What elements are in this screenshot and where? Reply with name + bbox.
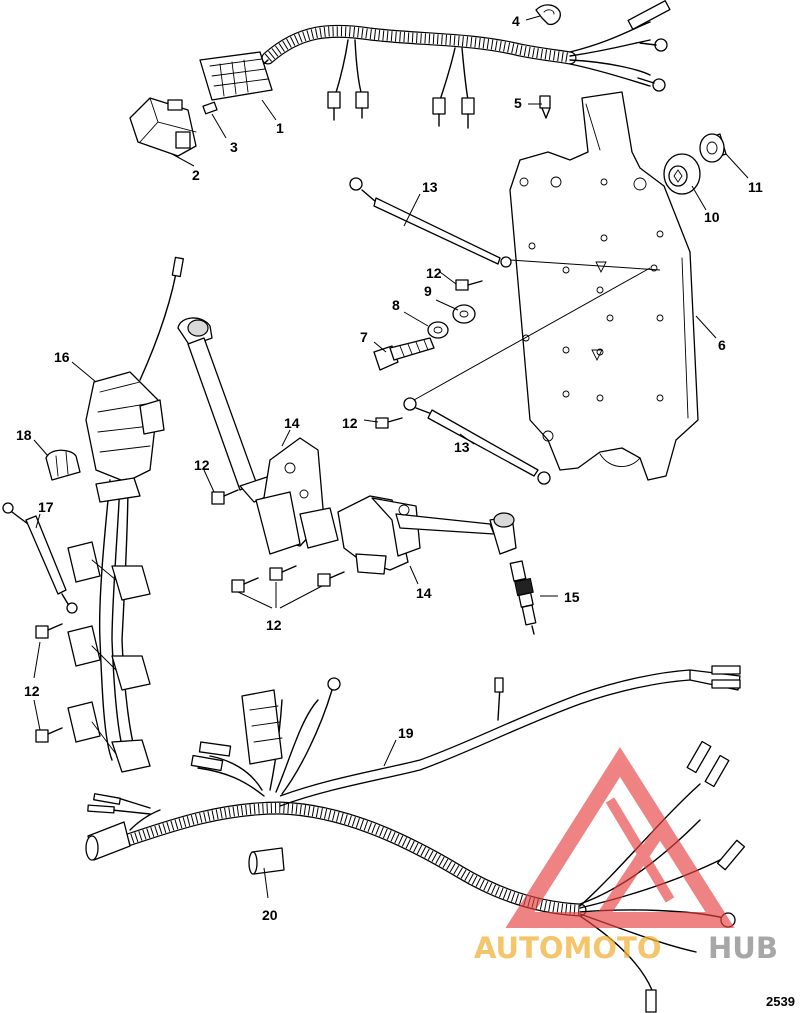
strap-leader-upper xyxy=(509,259,661,271)
callout-5: 5 xyxy=(514,95,522,111)
washer-8 xyxy=(427,321,449,339)
callout-12c: 12 xyxy=(194,457,210,473)
watermark-text-a: AUTOMOTO xyxy=(474,931,661,965)
callout-9: 9 xyxy=(424,283,432,299)
callout-12d: 12 xyxy=(266,617,282,633)
grommet-10 xyxy=(663,153,701,195)
ignition-coil-14-upper xyxy=(177,317,339,555)
callout-12b: 12 xyxy=(342,415,358,431)
harness-upper xyxy=(199,0,671,129)
callout-7: 7 xyxy=(360,329,368,345)
callout-8: 8 xyxy=(392,297,400,313)
leader-lines xyxy=(33,15,749,899)
watermark-logo xyxy=(505,747,735,928)
callout-10: 10 xyxy=(704,209,720,225)
callout-12e: 12 xyxy=(24,683,40,699)
callout-2: 2 xyxy=(192,167,200,183)
ground-lead-17 xyxy=(2,502,78,614)
figure-id: 2539 xyxy=(766,994,795,1009)
callout-11: 11 xyxy=(748,179,763,195)
callout-4: 4 xyxy=(512,13,520,29)
screw-12-c xyxy=(211,489,239,505)
callout-14b: 14 xyxy=(416,585,432,601)
callout-3: 3 xyxy=(230,139,238,155)
screw-12-e xyxy=(35,623,63,743)
screw-5 xyxy=(539,95,551,119)
harness-lower xyxy=(85,665,746,1013)
terminal-3 xyxy=(202,101,218,115)
callout-14a: 14 xyxy=(284,415,300,431)
ground-strap-13-lower xyxy=(403,397,551,485)
connector-2 xyxy=(129,97,197,157)
callout-16: 16 xyxy=(54,349,70,365)
mounting-plate-6 xyxy=(509,91,699,481)
harness-left xyxy=(67,256,184,773)
ignition-coil-14-lower xyxy=(337,495,517,575)
sleeve-20 xyxy=(248,847,285,875)
callout-20: 20 xyxy=(262,907,278,923)
screw-12-a xyxy=(455,279,483,291)
callout-6: 6 xyxy=(718,337,726,353)
watermark-text-b: HUB xyxy=(708,931,778,965)
callout-13b: 13 xyxy=(454,439,470,455)
ground-strap-13-upper xyxy=(349,177,512,268)
bolt-7 xyxy=(373,337,435,371)
washer-9 xyxy=(452,304,476,324)
callout-12a: 12 xyxy=(426,265,442,281)
spark-plug-15 xyxy=(509,560,537,635)
clip-18 xyxy=(45,449,81,481)
screw-12-b xyxy=(375,417,403,429)
callout-19: 19 xyxy=(398,725,414,741)
screw-12-d xyxy=(231,565,345,593)
callout-15: 15 xyxy=(564,589,580,605)
callout-17: 17 xyxy=(38,499,54,515)
strap-leader-lower xyxy=(413,267,651,401)
callout-13a: 13 xyxy=(422,179,438,195)
callout-18: 18 xyxy=(16,427,32,443)
callout-1: 1 xyxy=(276,120,284,136)
bushing-11 xyxy=(699,133,727,163)
clip-4 xyxy=(535,4,561,26)
